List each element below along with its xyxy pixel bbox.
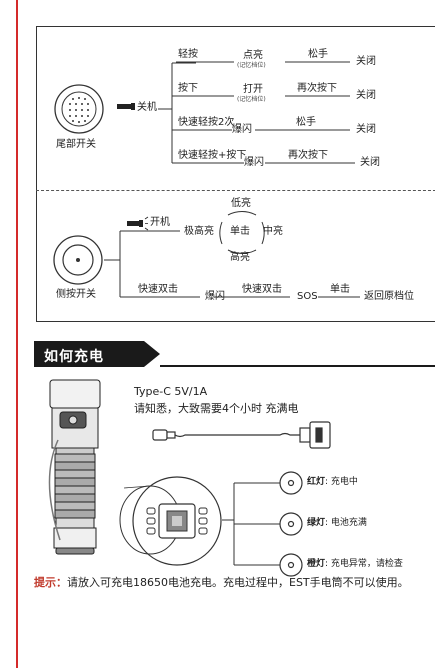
indicator-orange: 橙灯: 充电异常，请检查 bbox=[307, 559, 403, 569]
seq-return: 返回原档位 bbox=[364, 291, 414, 302]
charging-banner bbox=[34, 341, 435, 367]
tail-switch-icon bbox=[54, 84, 104, 134]
row2-end: 关闭 bbox=[356, 90, 376, 101]
tip-label: 提示： bbox=[34, 576, 67, 589]
flashlight-off-icon bbox=[117, 103, 135, 110]
row4-result: 爆闪 bbox=[244, 157, 264, 168]
side-switch-label: 侧按开关 bbox=[56, 289, 96, 300]
row2-action2: 再次按下 bbox=[297, 83, 337, 94]
row4-action2: 再次按下 bbox=[288, 150, 328, 161]
row1-note: (记忆档位) bbox=[237, 62, 266, 69]
mode-medium: 中亮 bbox=[263, 226, 283, 237]
row1-action: 轻按 bbox=[178, 49, 198, 60]
mode-low: 低亮 bbox=[231, 198, 251, 209]
indicator-red: 红灯: 充电中 bbox=[307, 477, 358, 487]
mode-cycle-click: 单击 bbox=[230, 226, 250, 237]
led-orange-icon bbox=[279, 553, 303, 577]
side-switch-icon bbox=[53, 235, 103, 285]
tip-text: 请放入可充电18650电池充电。充电过程中，EST手电筒不可以使用。 bbox=[67, 576, 409, 589]
charging-port-closeup bbox=[132, 476, 222, 566]
seq-double-click-2: 快速双击 bbox=[242, 284, 282, 295]
row1-end: 关闭 bbox=[356, 56, 376, 67]
row3-result: 爆闪 bbox=[232, 124, 252, 135]
row1-action2: 松手 bbox=[308, 49, 328, 60]
row4-end: 关闭 bbox=[360, 157, 380, 168]
usb-cable-icon bbox=[152, 421, 331, 449]
charging-desc: 请知悉，大致需要4个小时 充满电 bbox=[134, 402, 299, 415]
row2-result: 打开 bbox=[243, 84, 263, 95]
row1-result: 点亮 bbox=[243, 50, 263, 61]
row3-action: 快速轻按2次 bbox=[178, 117, 235, 128]
section-divider bbox=[36, 190, 435, 191]
seq-strobe: 爆闪 bbox=[205, 291, 225, 302]
flashlight-image bbox=[48, 379, 101, 555]
row2-action: 按下 bbox=[178, 83, 198, 94]
mode-high: 高亮 bbox=[230, 252, 250, 263]
tail-switch-label: 尾部开关 bbox=[56, 139, 96, 150]
charging-title: 如何充电 bbox=[44, 349, 104, 365]
left-margin-rule bbox=[16, 0, 18, 668]
seq-sos: SOS bbox=[297, 291, 318, 302]
row2-note: (记忆档位) bbox=[237, 96, 266, 103]
power-off-label: 关机 bbox=[137, 102, 157, 113]
seq-double-click-1: 快速双击 bbox=[138, 284, 178, 295]
row4-action: 快速轻按+按下 bbox=[178, 150, 247, 161]
power-on-label: 开机 bbox=[150, 217, 170, 228]
tip-paragraph: 提示：请放入可充电18650电池充电。充电过程中，EST手电筒不可以使用。 bbox=[34, 574, 434, 592]
led-green-icon bbox=[279, 512, 303, 536]
mode-max: 极高亮 bbox=[184, 226, 214, 237]
operation-diagram-frame bbox=[36, 26, 435, 322]
charging-spec: Type-C 5V/1A bbox=[134, 385, 208, 398]
indicator-green: 绿灯: 电池充满 bbox=[307, 518, 367, 528]
led-red-icon bbox=[279, 471, 303, 495]
row3-end: 关闭 bbox=[356, 124, 376, 135]
seq-single-click: 单击 bbox=[330, 284, 350, 295]
flashlight-on-icon bbox=[127, 216, 149, 231]
row3-action2: 松手 bbox=[296, 117, 316, 128]
